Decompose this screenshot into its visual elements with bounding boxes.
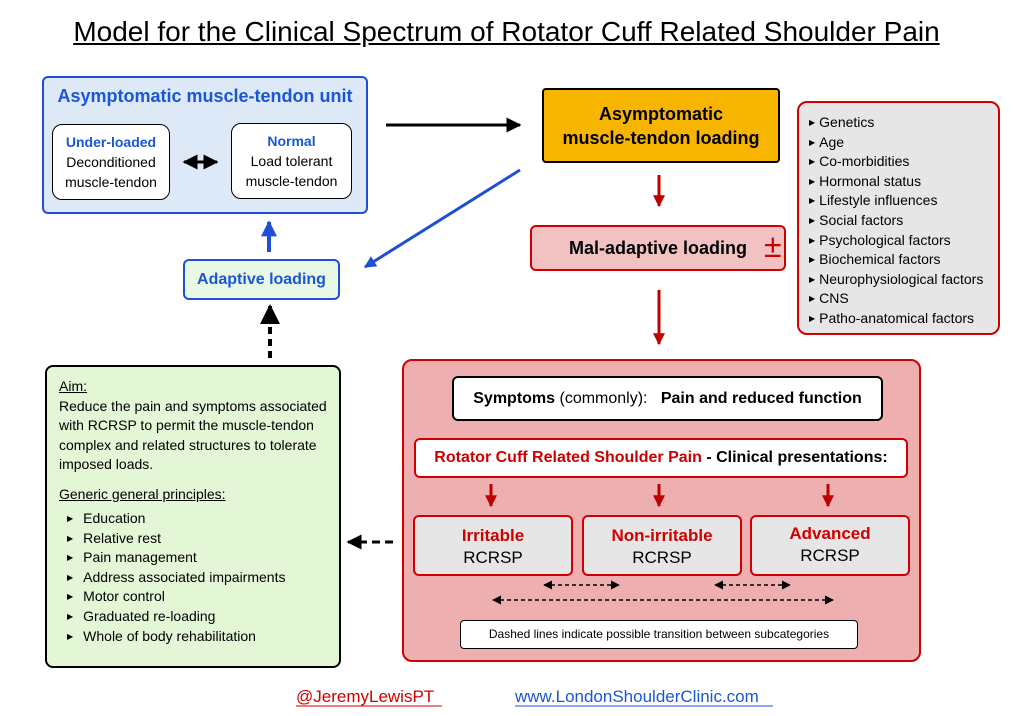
triangle-bullet-icon: ▶ <box>809 235 816 245</box>
principle-item: ▶Education <box>67 510 146 526</box>
factor-item: ▶Social factors <box>809 211 904 228</box>
subcategory-label: RCRSP <box>632 548 692 567</box>
factor-item: ▶Biochemical factors <box>809 251 941 268</box>
factor-item: ▶Age <box>809 133 845 150</box>
normal-heading: Normal <box>267 133 316 149</box>
subcategory-heading: Non-irritable <box>611 526 713 545</box>
factor-item: ▶Patho-anatomical factors <box>809 309 975 326</box>
asymptomatic-loading-box: Asymptomatic muscle-tendon loading <box>542 88 780 163</box>
triangle-bullet-icon: ▶ <box>809 157 816 167</box>
aim-heading: Aim: <box>59 378 87 394</box>
triangle-bullet-icon: ▶ <box>67 592 74 602</box>
factors-box: ▶Genetics ▶Age ▶Co-morbidities ▶Hormonal… <box>797 101 1000 335</box>
triangle-bullet-icon: ▶ <box>809 294 816 304</box>
subcategory-label: RCRSP <box>463 548 523 567</box>
factor-item: ▶Neurophysiological factors <box>809 270 984 287</box>
triangle-bullet-icon: ▶ <box>809 313 816 323</box>
underloaded-box: Under-loaded Deconditioned muscle-tendon <box>52 124 170 200</box>
rcrsp-heading-black: - Clinical presentations: <box>701 449 888 466</box>
asymptomatic-unit-title: Asymptomatic muscle-tendon unit <box>57 86 353 106</box>
principle-item: ▶Pain management <box>67 549 197 566</box>
symptoms-qualifier: (commonly): <box>555 390 648 407</box>
triangle-bullet-icon: ▶ <box>809 176 816 186</box>
page-title: Model for the Clinical Spectrum of Rotat… <box>73 16 940 47</box>
underloaded-line2: muscle-tendon <box>65 174 157 190</box>
triangle-bullet-icon: ▶ <box>67 611 74 621</box>
subcategory-label: RCRSP <box>800 546 860 565</box>
normal-line2: muscle-tendon <box>245 173 338 189</box>
principle-item: ▶Graduated re-loading <box>67 607 216 624</box>
subcategory-irritable: Irritable RCRSP <box>413 515 573 576</box>
blue-diagonal-arrow-icon <box>363 168 521 269</box>
website-link[interactable]: www.LondonShoulderClinic.com <box>515 687 759 706</box>
triangle-bullet-icon: ▶ <box>67 572 74 582</box>
subcategory-heading: Irritable <box>461 526 525 545</box>
normal-box: Normal Load tolerant muscle-tendon <box>231 123 352 199</box>
asymptomatic-loading-line2: muscle-tendon loading <box>562 128 760 148</box>
triangle-bullet-icon: ▶ <box>67 631 74 641</box>
factor-item: ▶Genetics <box>809 114 875 130</box>
principles-list: ▶Education ▶Relative rest ▶Pain manageme… <box>59 509 327 646</box>
triangle-bullet-icon: ▶ <box>809 255 816 265</box>
plus-minus-symbol: ± <box>764 228 782 264</box>
adaptive-loading-box: Adaptive loading <box>183 259 340 300</box>
subcategory-non-irritable: Non-irritable RCRSP <box>582 515 742 576</box>
factor-item: ▶CNS <box>809 290 849 307</box>
underloaded-heading: Under-loaded <box>65 134 157 150</box>
principle-item: ▶Relative rest <box>67 529 161 546</box>
triangle-bullet-icon: ▶ <box>809 196 816 206</box>
factor-item: ▶Co-morbidities <box>809 153 910 170</box>
subcategory-heading: Advanced <box>789 524 871 543</box>
twitter-handle[interactable]: @JeremyLewisPT <box>296 687 435 706</box>
principles-heading: Generic general principles: <box>59 485 226 502</box>
symptoms-box: Symptoms (commonly): Pain and reduced fu… <box>452 376 883 421</box>
factor-item: ▶Hormonal status <box>809 172 922 189</box>
principle-item: ▶Motor control <box>67 588 165 605</box>
symptoms-label: Symptoms <box>473 390 556 407</box>
dashed-lines-note: Dashed lines indicate possible transitio… <box>460 620 858 649</box>
principle-item: ▶Whole of body rehabilitation <box>67 627 256 644</box>
rcrsp-heading-box: Rotator Cuff Related Shoulder Pain - Cli… <box>414 438 908 478</box>
triangle-bullet-icon: ▶ <box>67 514 74 523</box>
aim-text: Reduce the pain and symptoms associated … <box>59 397 327 473</box>
triangle-bullet-icon: ▶ <box>809 215 816 225</box>
triangle-bullet-icon: ▶ <box>809 137 816 147</box>
underloaded-line1: Deconditioned <box>66 154 156 170</box>
symptoms-value: Pain and reduced function <box>660 390 862 407</box>
triangle-bullet-icon: ▶ <box>67 553 74 563</box>
rcrsp-heading-red: Rotator Cuff Related Shoulder Pain <box>434 449 702 466</box>
subcategory-advanced: Advanced RCRSP <box>750 515 910 576</box>
principle-item: ▶Address associated impairments <box>67 568 286 585</box>
factor-item: ▶Psychological factors <box>809 231 951 248</box>
maladaptive-loading-box: Mal-adaptive loading <box>530 225 786 271</box>
asymptomatic-loading-line1: Asymptomatic <box>598 104 724 124</box>
triangle-bullet-icon: ▶ <box>67 533 74 543</box>
aim-box: Aim: Reduce the pain and symptoms associ… <box>45 365 341 668</box>
factor-item: ▶Lifestyle influences <box>809 192 938 209</box>
triangle-bullet-icon: ▶ <box>809 274 816 284</box>
triangle-bullet-icon: ▶ <box>809 118 816 127</box>
normal-line1: Load tolerant <box>250 153 333 169</box>
